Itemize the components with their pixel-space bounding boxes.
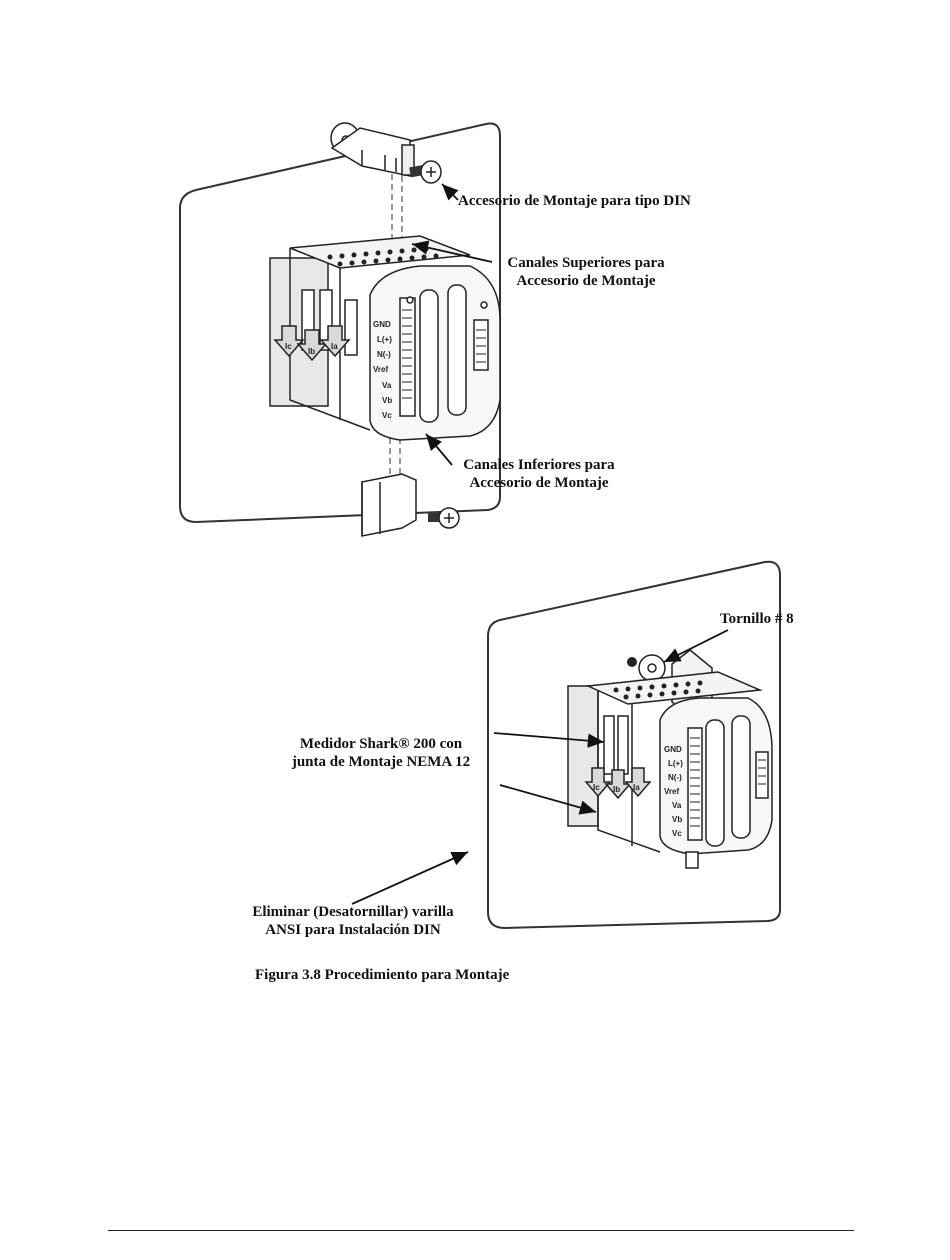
terminal-label: GND [664,745,682,754]
terminal-labels-bottom: GND L(+) N(-) Vref Va Vb Vc Ic Ib Ia [593,745,683,838]
label-din-accessory: Accesorio de Montaje para tipo DIN [458,193,691,209]
terminal-label: GND [373,320,391,329]
current-label: Ib [613,785,620,794]
figure-caption: Figura 3.8 Procedimiento para Montaje [255,967,510,983]
terminal-label: N(-) [668,773,682,782]
terminal-label: Vb [382,396,392,405]
terminal-label: L(+) [668,759,683,768]
terminal-label: Va [672,801,682,810]
label-screw: Tornillo # 8 [720,611,794,627]
label-upper-channels: Canales Superiores para Accesorio de Mon… [486,254,686,290]
terminal-label: N(-) [377,350,391,359]
label-lower-channels-line1: Canales Inferiores para [463,457,615,473]
screw-top [409,160,442,184]
terminal-label: Vb [672,815,682,824]
terminal-label: Vc [672,829,682,838]
current-label: Ia [331,342,338,351]
label-lower-channels-line2: Accesorio de Montaje [469,475,609,491]
footer-rule [108,1230,854,1231]
current-label: Ib [308,347,315,356]
label-upper-channels-line1: Canales Superiores para [507,255,665,271]
din-bracket-top [330,122,415,177]
screw-head-bottom [627,657,637,667]
label-meter: Medidor Shark® 200 con junta de Montaje … [258,735,504,771]
terminal-label: Vref [373,365,388,374]
screw-bottom [428,507,460,529]
label-remove-line1: Eliminar (Desatornillar) varilla [252,904,454,920]
current-label: Ia [633,783,640,792]
current-label: Ic [593,783,600,792]
meter-body-bottom [567,671,773,869]
label-upper-channels-line2: Accesorio de Montaje [516,273,656,289]
label-remove-line2: ANSI para Instalación DIN [265,922,441,938]
terminal-label: Va [382,381,392,390]
terminal-label: Vc [382,411,392,420]
din-bracket-bottom [361,473,417,537]
label-meter-line2: junta de Montaje NEMA 12 [291,754,471,770]
current-label: Ic [285,342,292,351]
label-remove-ansi: Eliminar (Desatornillar) varilla ANSI pa… [232,903,474,939]
label-meter-line1: Medidor Shark® 200 con [299,736,463,752]
terminal-label: Vref [664,787,679,796]
terminal-labels-top: GND L(+) N(-) Vref Va Vb Vc Ic Ib Ia [285,320,392,420]
mounting-figure-bottom: GND L(+) N(-) Vref Va Vb Vc Ic Ib Ia [351,560,781,930]
label-lower-channels: Canales Inferiores para Accesorio de Mon… [446,456,632,492]
terminal-label: L(+) [377,335,392,344]
